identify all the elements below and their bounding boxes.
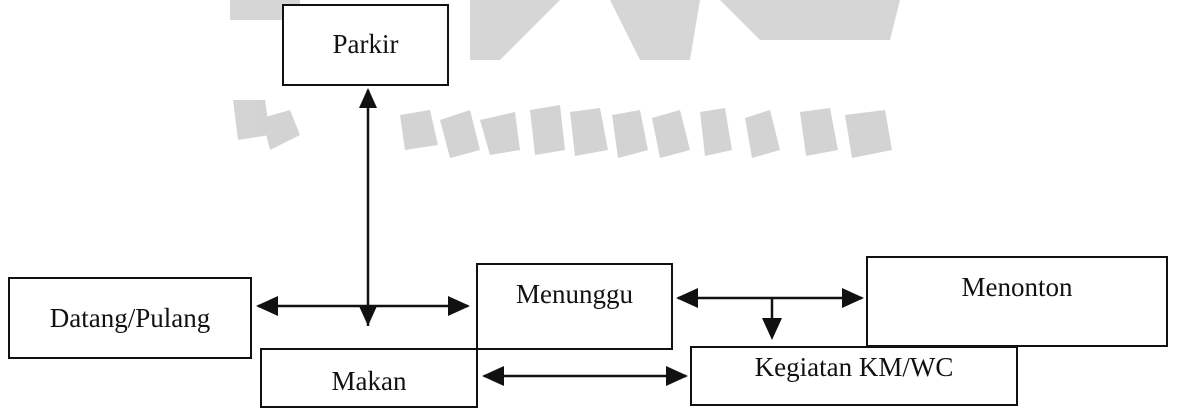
node-kegiatan-km-wc: Kegiatan KM/WC <box>690 346 1018 406</box>
node-parkir-label: Parkir <box>332 29 399 59</box>
node-kegiatan-km-wc-label: Kegiatan KM/WC <box>754 352 954 382</box>
arrowhead-right-kegiatan <box>666 366 688 386</box>
node-datang-pulang: Datang/Pulang <box>8 277 252 359</box>
node-menonton-label: Menonton <box>961 272 1073 302</box>
node-makan-label: Makan <box>331 366 407 396</box>
arrowhead-left-datang <box>256 296 278 316</box>
arrowhead-left-makan <box>482 366 504 386</box>
node-menonton: Menonton <box>866 256 1168 347</box>
node-menunggu: Menunggu <box>476 263 673 350</box>
arrowhead-down-kegiatan <box>762 318 782 340</box>
node-makan: Makan <box>260 348 478 408</box>
node-datang-pulang-label: Datang/Pulang <box>49 302 211 333</box>
node-menunggu-label: Menunggu <box>516 279 633 309</box>
arrowhead-left-menunggu <box>676 288 698 308</box>
arrowhead-up-parkir <box>359 88 377 108</box>
arrowhead-down-makan <box>359 306 377 326</box>
connectors <box>256 88 864 386</box>
arrowhead-right-menunggu <box>448 296 470 316</box>
arrowhead-right-menonton <box>842 288 864 308</box>
node-parkir: Parkir <box>282 4 449 86</box>
